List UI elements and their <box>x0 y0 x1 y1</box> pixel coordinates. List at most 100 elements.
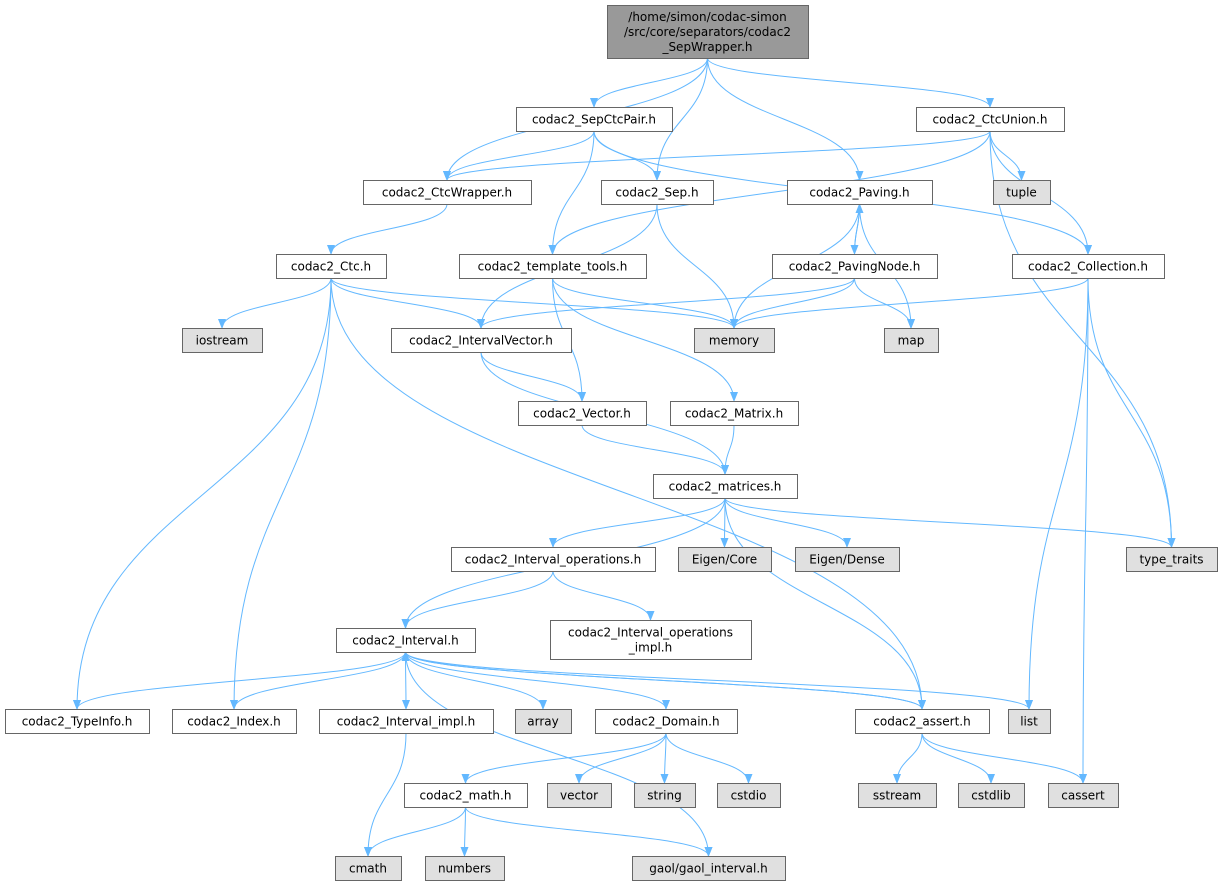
node-label: tuple <box>1006 186 1037 200</box>
edge-math-to-numbers <box>460 806 469 857</box>
node-label: vector <box>560 789 598 803</box>
node-box <box>404 783 528 808</box>
node-box <box>993 180 1051 205</box>
node-numbers: numbers <box>425 856 505 881</box>
edge-pavingnode-to-intervalvector <box>477 277 855 329</box>
node-templatetools[interactable]: codac2_template_tools.h <box>459 254 647 279</box>
node-label: codac2_Ctc.h <box>291 260 371 274</box>
node-box <box>5 709 150 734</box>
node-label: iostream <box>196 334 249 348</box>
edge-matrices-to-assert <box>724 497 926 710</box>
node-label: numbers <box>438 862 491 876</box>
node-index[interactable]: codac2_Index.h <box>172 709 297 734</box>
node-intervalvector[interactable]: codac2_IntervalVector.h <box>391 328 572 353</box>
edge-matrices-to-typetraits <box>724 497 1176 548</box>
node-collection[interactable]: codac2_Collection.h <box>1012 254 1165 279</box>
node-box <box>632 856 786 881</box>
edge-intervalvector-to-vectorh <box>480 351 586 402</box>
edge-ctc-to-assert <box>330 277 926 710</box>
node-label: list <box>1020 715 1038 729</box>
node-math[interactable]: codac2_math.h <box>404 783 528 808</box>
node-array: array <box>515 709 572 734</box>
node-intervalops[interactable]: codac2_Interval_operations.h <box>451 547 656 572</box>
node-box <box>515 709 572 734</box>
node-label: cassert <box>1061 789 1105 803</box>
node-iostream: iostream <box>182 328 263 353</box>
node-box <box>694 328 775 353</box>
node-ctc[interactable]: codac2_Ctc.h <box>276 254 387 279</box>
node-domain[interactable]: codac2_Domain.h <box>595 709 738 734</box>
node-intervalimpl[interactable]: codac2_Interval_impl.h <box>319 709 494 734</box>
node-label: codac2_SepCtcPair.h <box>532 113 656 127</box>
node-box <box>547 783 612 808</box>
edge-root-to-ctcunion <box>707 57 994 108</box>
node-vectorh[interactable]: codac2_Vector.h <box>518 401 647 426</box>
node-label: codac2_PavingNode.h <box>789 260 921 274</box>
node-assert[interactable]: codac2_assert.h <box>855 709 990 734</box>
edge-intervalops-to-intervalopsimpl <box>552 570 655 621</box>
nodes-layer: /home/simon/codac-simon/src/core/separat… <box>5 5 1218 881</box>
node-label: codac2_Index.h <box>187 715 281 729</box>
node-eigendense: Eigen/Dense <box>795 547 900 572</box>
node-label: codac2_TypeInfo.h <box>22 715 133 729</box>
node-pavingnode[interactable]: codac2_PavingNode.h <box>772 254 938 279</box>
node-label: codac2_IntervalVector.h <box>409 334 553 348</box>
node-sep[interactable]: codac2_Sep.h <box>601 180 714 205</box>
edge-collection-to-memory <box>730 277 1089 329</box>
node-label: map <box>898 334 925 348</box>
edge-templatetools-to-matrix <box>552 277 738 402</box>
node-gaol: gaol/gaol_interval.h <box>632 856 786 881</box>
edge-root-to-paving <box>707 57 864 181</box>
node-typeinfo[interactable]: codac2_TypeInfo.h <box>5 709 150 734</box>
node-label: codac2_Interval.h <box>352 634 459 648</box>
node-label: cstdio <box>731 789 767 803</box>
node-label: /home/simon/codac-simon <box>628 10 786 24</box>
node-box <box>795 547 900 572</box>
edge-ctcunion-to-tuple <box>989 130 1026 181</box>
node-box <box>363 180 532 205</box>
edge-collection-to-typetraits <box>1087 277 1176 548</box>
node-memory: memory <box>694 328 775 353</box>
edge-interval-to-gaol <box>405 651 713 857</box>
edge-ctc-to-memory <box>330 277 738 329</box>
edge-ctc-to-iostream <box>218 277 332 329</box>
node-box <box>678 547 772 572</box>
node-label: array <box>527 715 558 729</box>
edge-pavingnode-to-map <box>854 277 915 329</box>
node-label: codac2_math.h <box>420 789 512 803</box>
node-box <box>607 5 809 59</box>
edge-ctcunion-to-typetraits <box>989 130 1176 548</box>
node-box <box>772 254 938 279</box>
node-box <box>335 856 402 881</box>
node-ctcwrapper[interactable]: codac2_CtcWrapper.h <box>363 180 532 205</box>
node-box <box>319 709 494 734</box>
node-label: string <box>647 789 681 803</box>
node-vector: vector <box>547 783 612 808</box>
node-box <box>425 856 505 881</box>
node-paving[interactable]: codac2_Paving.h <box>787 180 933 205</box>
edge-root-to-sep <box>653 57 708 181</box>
edge-vectorh-to-matrices <box>581 424 729 475</box>
node-box <box>1012 254 1165 279</box>
node-label: memory <box>709 334 759 348</box>
node-box <box>634 783 696 808</box>
edge-assert-to-interval <box>401 651 923 710</box>
node-cmath: cmath <box>335 856 402 881</box>
node-label: cstdlib <box>971 789 1010 803</box>
node-intervalopsimpl[interactable]: codac2_Interval_operations_impl.h <box>550 620 752 660</box>
node-label: codac2_Paving.h <box>809 186 909 200</box>
node-box <box>653 474 798 499</box>
node-interval[interactable]: codac2_Interval.h <box>336 628 476 653</box>
node-matrices[interactable]: codac2_matrices.h <box>653 474 798 499</box>
edge-domain-to-string <box>660 732 669 784</box>
edge-matrices-to-intervalops <box>549 497 726 548</box>
node-matrix[interactable]: codac2_Matrix.h <box>670 401 799 426</box>
edge-root-to-sepctcpair <box>590 57 708 108</box>
node-box <box>787 180 933 205</box>
node-sepctcpair[interactable]: codac2_SepCtcPair.h <box>516 107 673 132</box>
edge-interval-to-index <box>230 651 406 710</box>
node-box <box>1008 709 1051 734</box>
edge-matrices-to-eigendense <box>724 497 851 548</box>
edge-domain-to-cstdio <box>665 732 753 784</box>
node-ctcunion[interactable]: codac2_CtcUnion.h <box>916 107 1065 132</box>
